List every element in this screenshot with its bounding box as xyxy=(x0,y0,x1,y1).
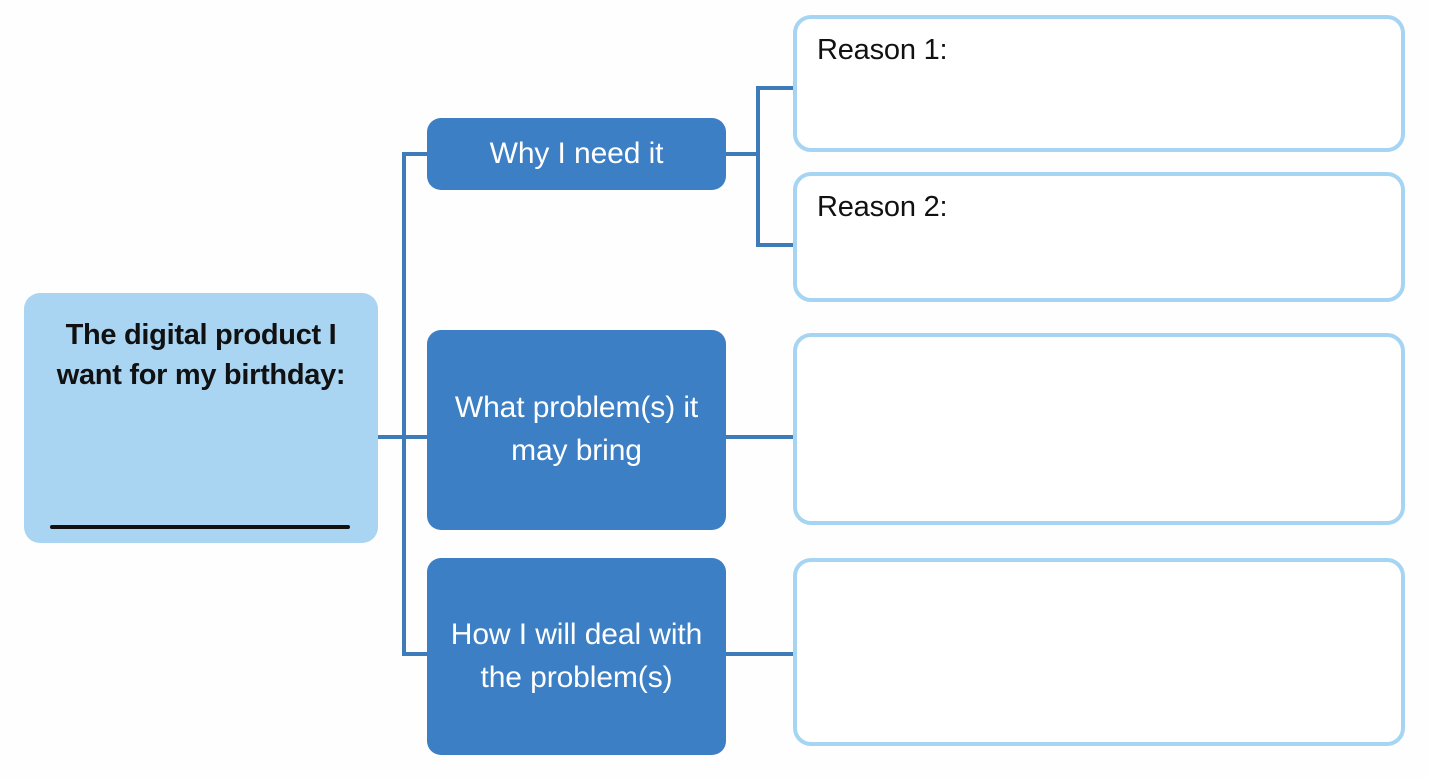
answer-box-problems[interactable] xyxy=(793,333,1405,525)
branch-node-label: How I will deal with the problem(s) xyxy=(450,617,703,694)
answer-box-label: Reason 1: xyxy=(817,34,948,66)
connector-reason-2 xyxy=(756,243,795,247)
connector-branch3-to-box xyxy=(726,652,795,656)
root-node-label: The digital product I want for my birthd… xyxy=(56,319,346,392)
connector-branch-3 xyxy=(402,652,429,656)
root-write-line[interactable] xyxy=(50,525,350,529)
answer-box-solutions[interactable] xyxy=(793,558,1405,746)
connector-branch1-stub xyxy=(726,152,760,156)
answer-box-reason-2[interactable]: Reason 2: xyxy=(793,172,1405,302)
branch-node-label: Why I need it xyxy=(489,136,664,170)
branch-node-how-i-will-deal-with-the-problems[interactable]: How I will deal with the problem(s) xyxy=(427,558,726,755)
root-node[interactable]: The digital product I want for my birthd… xyxy=(24,293,378,543)
connector-root-stub xyxy=(378,435,406,439)
connector-branch-2 xyxy=(402,435,429,439)
branch-node-what-problems-it-may-bring[interactable]: What problem(s) it may bring xyxy=(427,330,726,530)
answer-box-label: Reason 2: xyxy=(817,191,948,223)
branch-node-label: What problem(s) it may bring xyxy=(454,391,699,467)
connector-branch2-to-box xyxy=(726,435,795,439)
branch-node-why-i-need-it[interactable]: Why I need it xyxy=(427,118,726,190)
connector-reason-1 xyxy=(756,86,795,90)
connector-branch1-trunk xyxy=(756,86,760,247)
answer-box-reason-1[interactable]: Reason 1: xyxy=(793,15,1405,152)
connector-branch-1 xyxy=(402,152,429,156)
connector-root-trunk xyxy=(402,152,406,656)
